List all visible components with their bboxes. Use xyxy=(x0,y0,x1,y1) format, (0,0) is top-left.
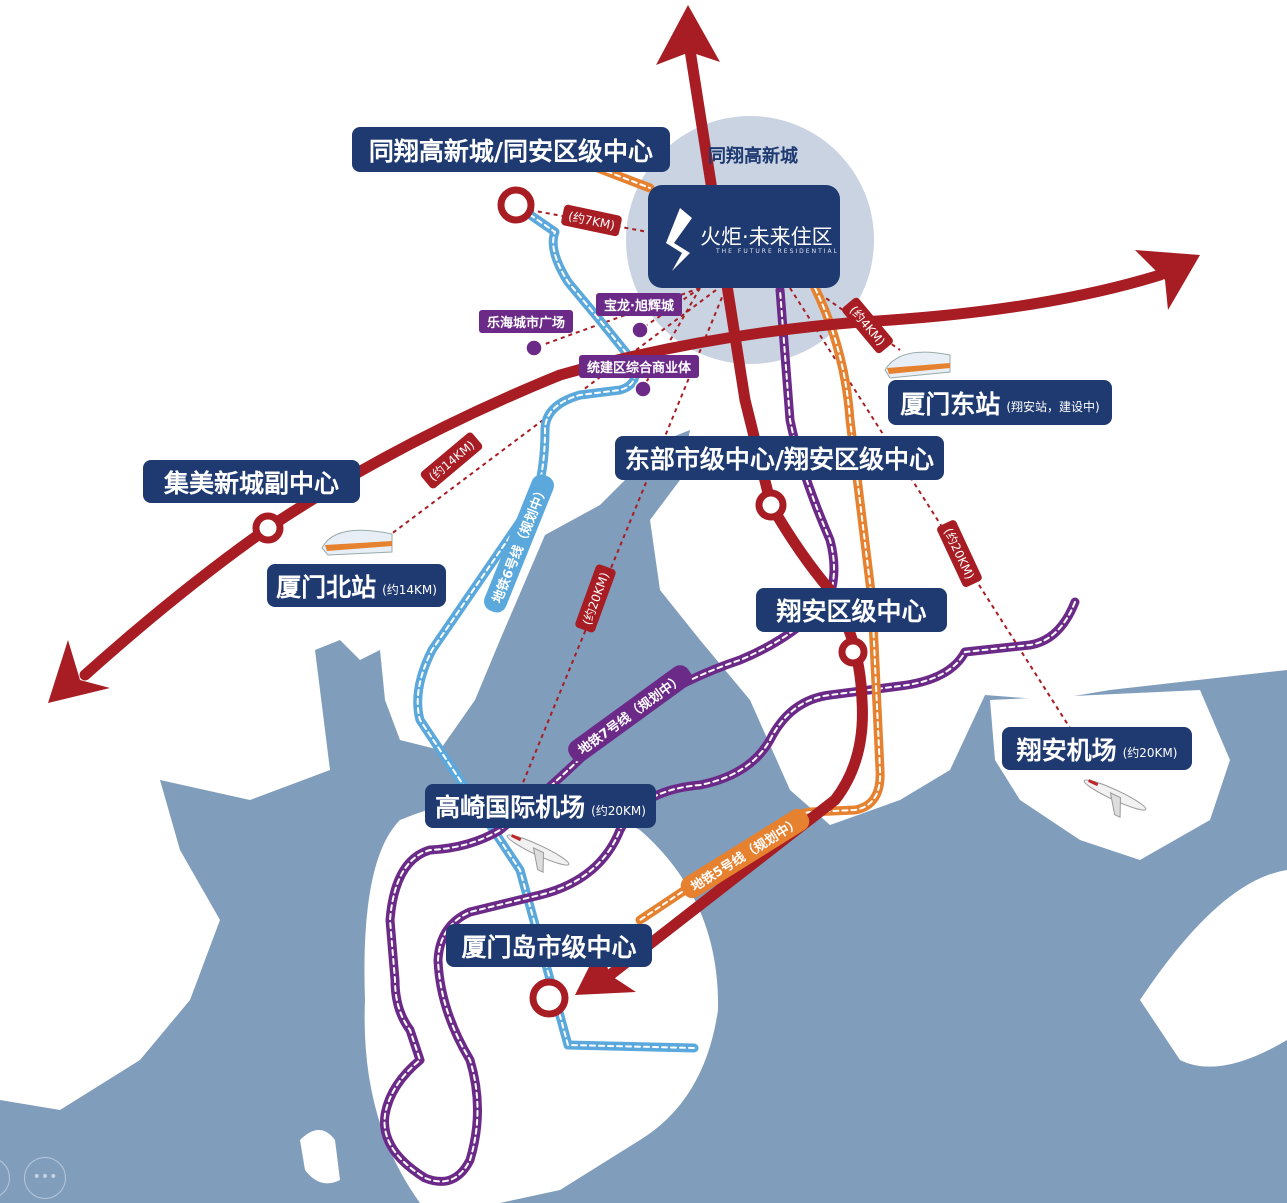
label-xiamen-north-station: 厦门北站(约14KM) xyxy=(267,564,446,607)
arrowhead-north xyxy=(656,5,720,65)
arrow-east-west xyxy=(79,269,1166,681)
shopping-bag-icon xyxy=(631,321,649,339)
station-xiangan xyxy=(838,637,868,667)
label-xiamen-east-station: 厦门东站(翔安站，建设中) xyxy=(888,380,1112,425)
arrowhead-west xyxy=(48,640,110,703)
train-icon xyxy=(321,529,393,556)
label-jimei-subcenter: 集美新城副中心 xyxy=(143,460,360,503)
airplane-icon xyxy=(506,834,570,874)
arrowhead-east xyxy=(1135,250,1200,310)
station-island xyxy=(529,978,569,1018)
poi-lehai-plaza: 乐海城市广场 xyxy=(479,310,574,333)
poi-baolong-xuhui: 宝龙·旭辉城 xyxy=(596,293,682,316)
torch-logo-icon xyxy=(666,208,692,271)
label-tongxiang-center: 同翔高新城/同安区级中心 xyxy=(352,127,670,172)
station-tongxiang xyxy=(497,186,535,224)
arrowhead-south xyxy=(575,945,636,995)
train-icon xyxy=(884,351,951,379)
label-east-city-center: 东部市级中心/翔安区级中心 xyxy=(615,436,944,480)
land-islet xyxy=(300,1130,340,1184)
logo-subtitle: THE FUTURE RESIDENTIAL xyxy=(716,248,839,255)
label-island-center: 厦门岛市级中心 xyxy=(446,924,652,967)
label-xiangan-center: 翔安区级中心 xyxy=(756,588,947,632)
station-jimei xyxy=(252,512,284,544)
shopping-bag-icon xyxy=(634,380,652,398)
logo-name: 火炬·未来住区 xyxy=(700,225,833,249)
label-xiangan-airport: 翔安机场(约20KM) xyxy=(1002,727,1192,770)
poi-tongjian-complex: 统建区综合商业体 xyxy=(579,355,700,378)
area-label: 同翔高新城 xyxy=(708,146,798,167)
shopping-bag-icon xyxy=(525,339,543,357)
station-east-center xyxy=(755,489,787,521)
land-south-east xyxy=(1140,870,1287,1067)
label-gaoqi-airport: 高崎国际机场(约20KM) xyxy=(425,784,656,828)
project-logo: 火炬·未来住区 THE FUTURE RESIDENTIAL xyxy=(648,185,840,288)
more-options-button[interactable]: ••• xyxy=(24,1157,66,1199)
airplane-icon xyxy=(1083,779,1147,819)
